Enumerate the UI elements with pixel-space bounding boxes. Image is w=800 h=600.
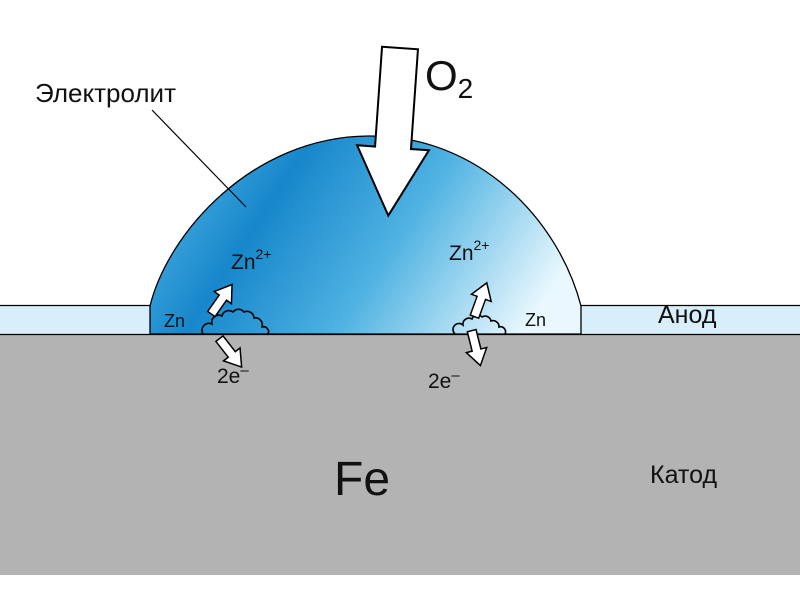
electrons-left-main: 2e: [217, 365, 240, 388]
zinc-layer-right-label: Zn: [525, 310, 546, 330]
zn-ion-left-sup: 2+: [256, 246, 272, 262]
iron-label: Fe: [334, 453, 390, 506]
cathode-label: Катод: [650, 461, 717, 489]
electrolyte-leader-line: [151, 109, 247, 208]
zinc-layer-left-label: Zn: [164, 311, 185, 331]
o2-arrow-icon: [355, 45, 431, 218]
iron-substrate: [0, 335, 800, 575]
corrosion-pit-right: [452, 314, 507, 335]
corrosion-pit-left: [201, 308, 270, 335]
anode-label: Анод: [658, 301, 717, 329]
zn-ion-left-main: Zn: [231, 251, 256, 274]
zn-ion-left-label: Zn2+: [231, 246, 271, 274]
o2-label: O2: [425, 52, 473, 104]
electrolyte-label: Электролит: [35, 78, 176, 108]
o2-label-main: O: [425, 52, 458, 99]
electrons-right-label: 2e–: [428, 367, 460, 393]
zn-ion-right-sup: 2+: [474, 237, 490, 253]
electrons-left-label: 2e–: [217, 362, 249, 388]
zn-ion-right-main: Zn: [449, 242, 474, 265]
o2-label-sub: 2: [458, 73, 474, 104]
electrons-right-main: 2e: [428, 370, 451, 393]
electrons-right-sup: –: [451, 367, 460, 384]
zn-ion-right-label: Zn2+: [449, 237, 489, 265]
electrons-left-sup: –: [240, 362, 249, 379]
